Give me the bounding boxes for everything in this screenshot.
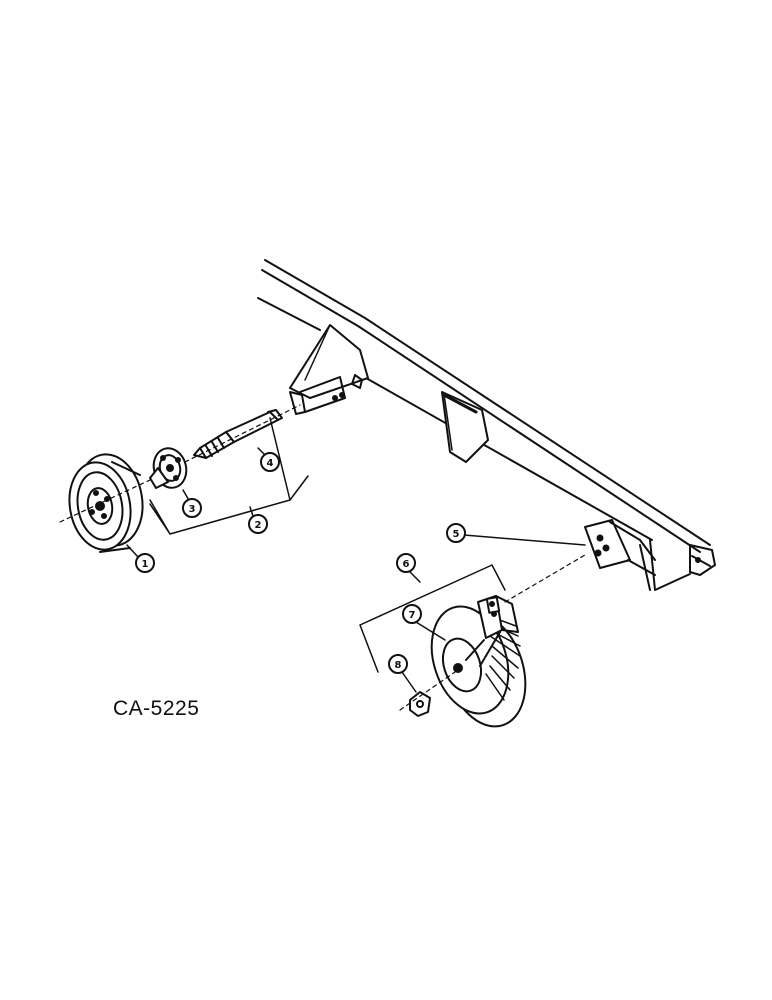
caster-wheel: [430, 605, 527, 728]
spindle-shaft: [193, 409, 283, 459]
callout-4: 4: [260, 452, 280, 472]
axle-centerline: [59, 404, 301, 523]
callout-3: 3: [182, 498, 202, 518]
assembly-bracket-2: [149, 417, 309, 535]
caster-fork: [465, 595, 519, 667]
callout-8: 8: [388, 654, 408, 674]
svg-text:6: 6: [403, 559, 410, 570]
callout-5: 5: [446, 523, 466, 543]
svg-text:3: 3: [189, 504, 196, 515]
svg-text:2: 2: [255, 520, 262, 531]
callout-2: 2: [248, 514, 268, 534]
callout-7: 7: [402, 604, 422, 624]
svg-text:8: 8: [395, 660, 402, 671]
svg-text:4: 4: [267, 458, 274, 469]
wheel-hub: [149, 447, 188, 489]
svg-text:7: 7: [409, 610, 416, 621]
caster-centerline: [399, 554, 586, 711]
caster-nut: [409, 691, 431, 717]
wheel-rim: [68, 453, 144, 553]
callout-6: 6: [396, 553, 416, 573]
callout-1: 1: [135, 553, 155, 573]
frame-beam: [257, 259, 716, 591]
svg-text:5: 5: [453, 529, 460, 540]
svg-text:1: 1: [142, 559, 149, 570]
assembly-bracket-6: [359, 564, 506, 673]
figure-id-label: CA-5225: [113, 697, 200, 720]
